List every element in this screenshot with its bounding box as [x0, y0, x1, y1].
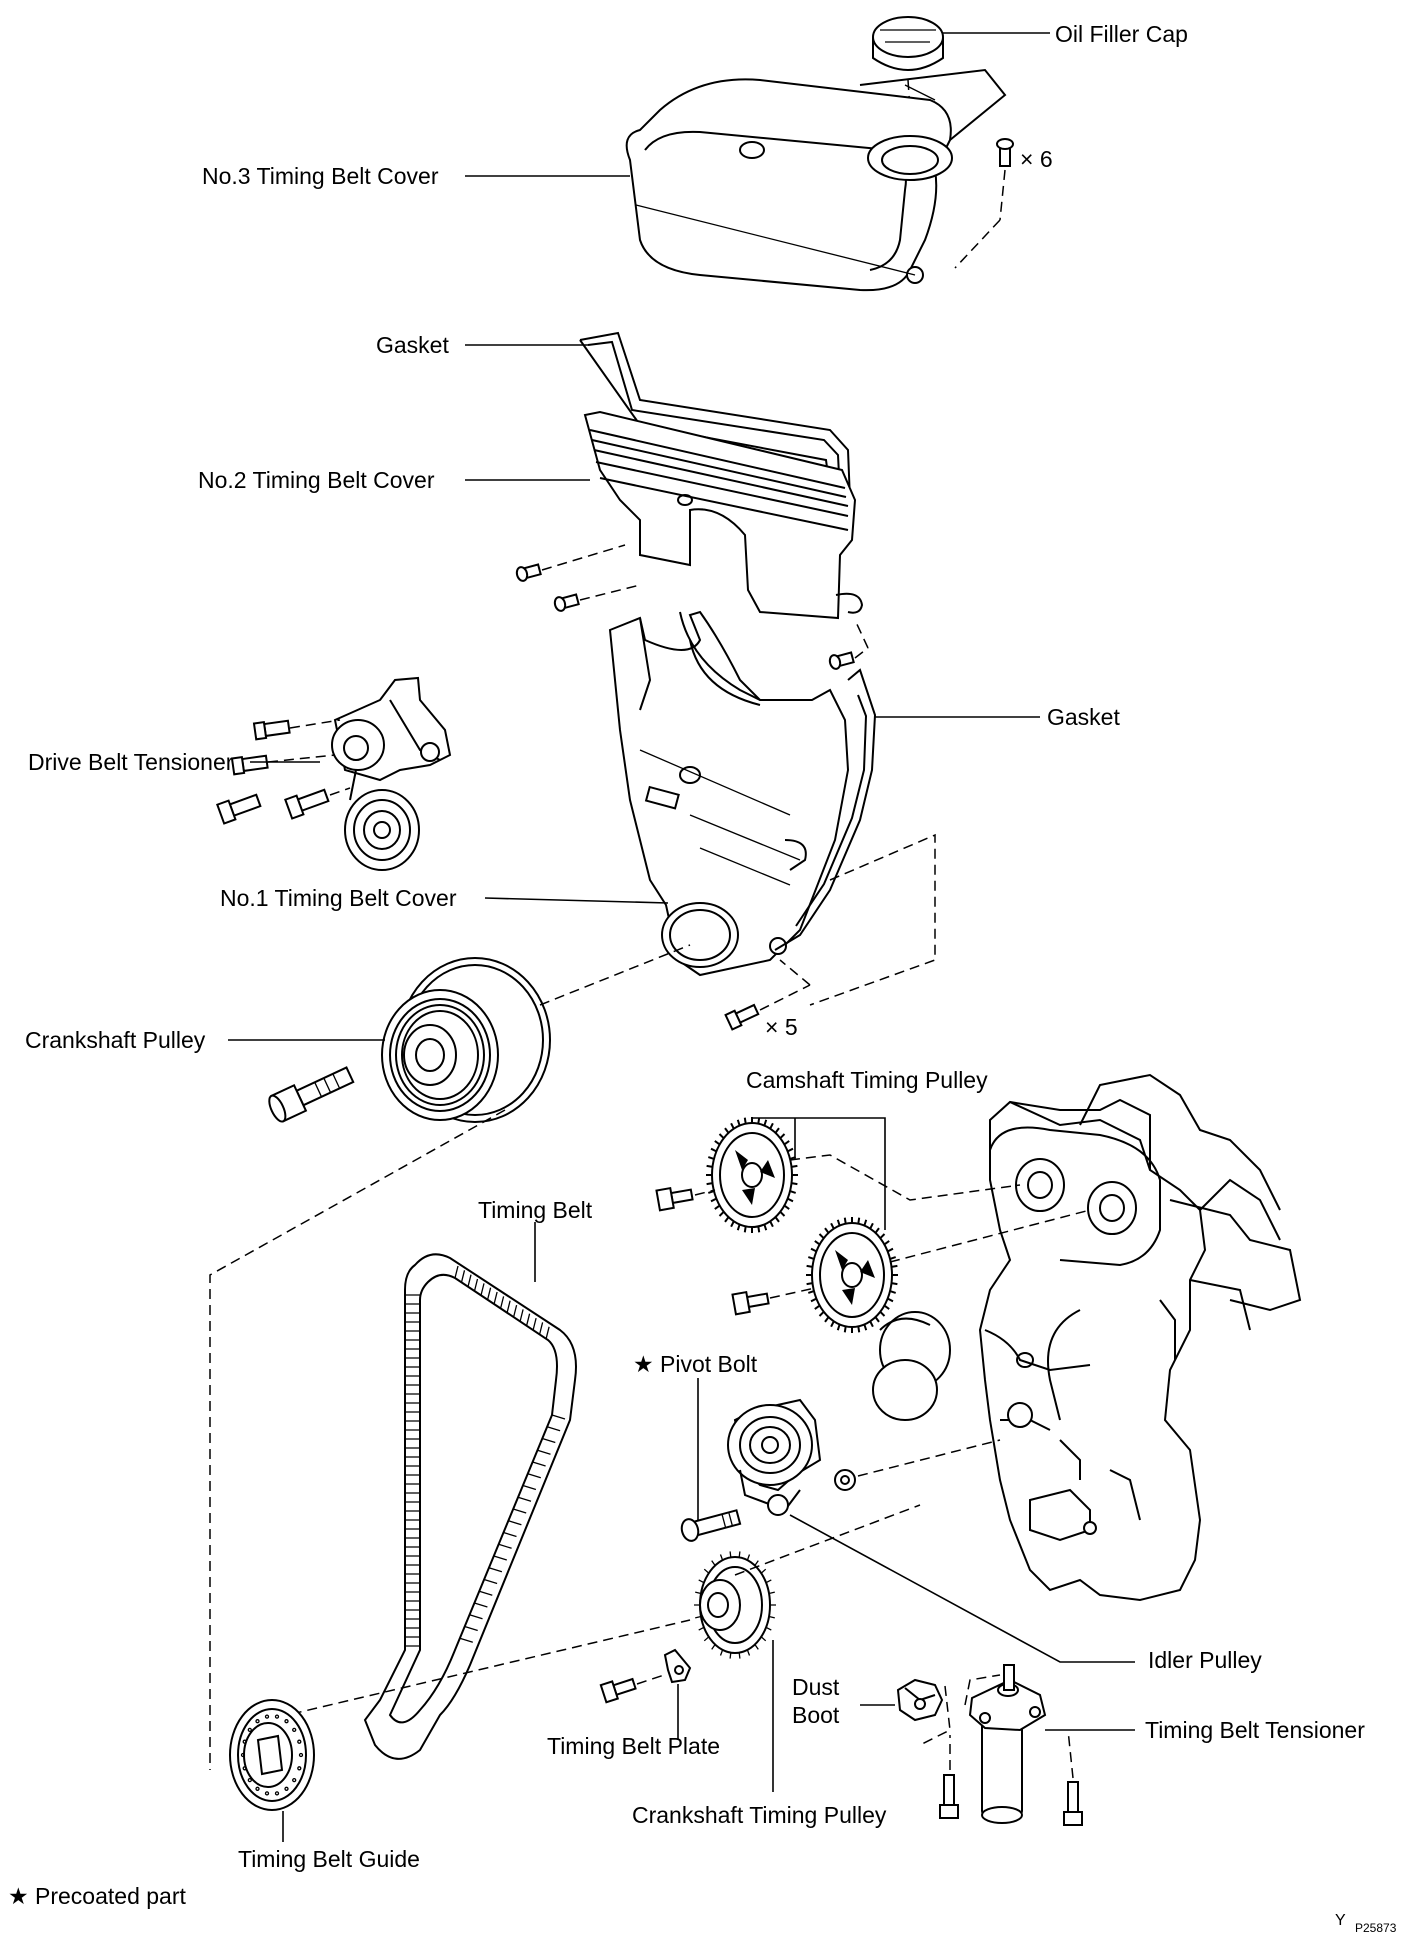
label-bolts-x6: × 6	[1020, 146, 1053, 172]
label-timing-belt-plate: Timing Belt Plate	[547, 1733, 720, 1759]
no2-timing-belt-cover	[583, 410, 864, 620]
label-pivot-bolt: ★ Pivot Bolt	[633, 1351, 758, 1377]
leader-camshaft-pulley	[751, 1117, 886, 1230]
gasket-side	[774, 668, 877, 951]
label-crankshaft-timing-pulley: Crankshaft Timing Pulley	[632, 1802, 887, 1828]
leader-no1-cover	[484, 897, 669, 904]
label-crankshaft-pulley: Crankshaft Pulley	[25, 1027, 206, 1053]
tensioner-bolts	[216, 719, 351, 825]
timing-belt-teeth	[405, 1265, 566, 1647]
assembly-outline-crank	[734, 1504, 921, 1576]
crankshaft-pulley-teeth	[694, 1551, 776, 1659]
label-timing-belt: Timing Belt	[478, 1197, 593, 1223]
engine-block	[872, 1073, 1302, 1602]
no1-timing-belt-cover	[608, 610, 850, 977]
label-dust-boot-2: Boot	[792, 1702, 840, 1728]
label-gasket-top: Gasket	[376, 332, 449, 358]
timing-belt-tensioner	[964, 1664, 1047, 1824]
figure-code: P25873	[1355, 1921, 1397, 1935]
assembly-outline-left	[209, 1109, 506, 1770]
crankshaft-pulley-bolt	[268, 1066, 355, 1123]
assembly-outline-bottom	[244, 1619, 691, 1726]
camshaft-timing-pulley-lower	[811, 1222, 893, 1328]
label-oil-filler-cap: Oil Filler Cap	[1055, 21, 1188, 47]
figure-prefix: Y	[1335, 1912, 1346, 1929]
label-no2-cover: No.2 Timing Belt Cover	[198, 467, 435, 493]
no3-timing-belt-cover	[625, 68, 1007, 292]
bolt-x6	[954, 138, 1014, 269]
drive-belt-tensioner	[331, 676, 452, 871]
crankshaft-pulley	[381, 944, 691, 1123]
label-timing-belt-tensioner: Timing Belt Tensioner	[1145, 1717, 1365, 1743]
bolt-x5	[724, 959, 811, 1031]
camshaft-timing-pulley-upper	[711, 1122, 793, 1228]
label-idler-pulley: Idler Pulley	[1148, 1647, 1262, 1673]
tensioner-bolts	[939, 1729, 1083, 1826]
gasket-top	[579, 331, 852, 507]
timing-belt-guide-holes	[240, 1714, 304, 1796]
label-gasket-side: Gasket	[1047, 704, 1120, 730]
timing-belt	[363, 1253, 577, 1760]
label-camshaft-pulley: Camshaft Timing Pulley	[746, 1067, 988, 1093]
timing-belt-guide	[229, 1699, 315, 1811]
label-drive-belt-tensioner: Drive Belt Tensioner	[28, 749, 234, 775]
label-bolts-x5: × 5	[765, 1014, 798, 1040]
idler-pulley	[727, 1398, 1001, 1516]
camshaft-pulley-bolts	[655, 1154, 1091, 1316]
bolt-region-outline	[809, 833, 936, 1006]
label-dust-boot-1: Dust	[792, 1674, 840, 1700]
label-no1-cover: No.1 Timing Belt Cover	[220, 885, 457, 911]
label-no3-cover: No.3 Timing Belt Cover	[202, 163, 439, 189]
label-timing-belt-guide: Timing Belt Guide	[238, 1846, 420, 1872]
crankshaft-timing-pulley	[694, 1551, 776, 1659]
dust-boot	[896, 1678, 951, 1746]
timing-belt-plate	[599, 1648, 692, 1704]
pivot-bolt	[680, 1509, 742, 1542]
legend-precoated-part: ★ Precoated part	[8, 1883, 186, 1909]
cover-bolts-upper	[515, 544, 869, 670]
leader-idler-pulley	[789, 1514, 1135, 1663]
camshaft-pulley-teeth	[706, 1117, 898, 1333]
